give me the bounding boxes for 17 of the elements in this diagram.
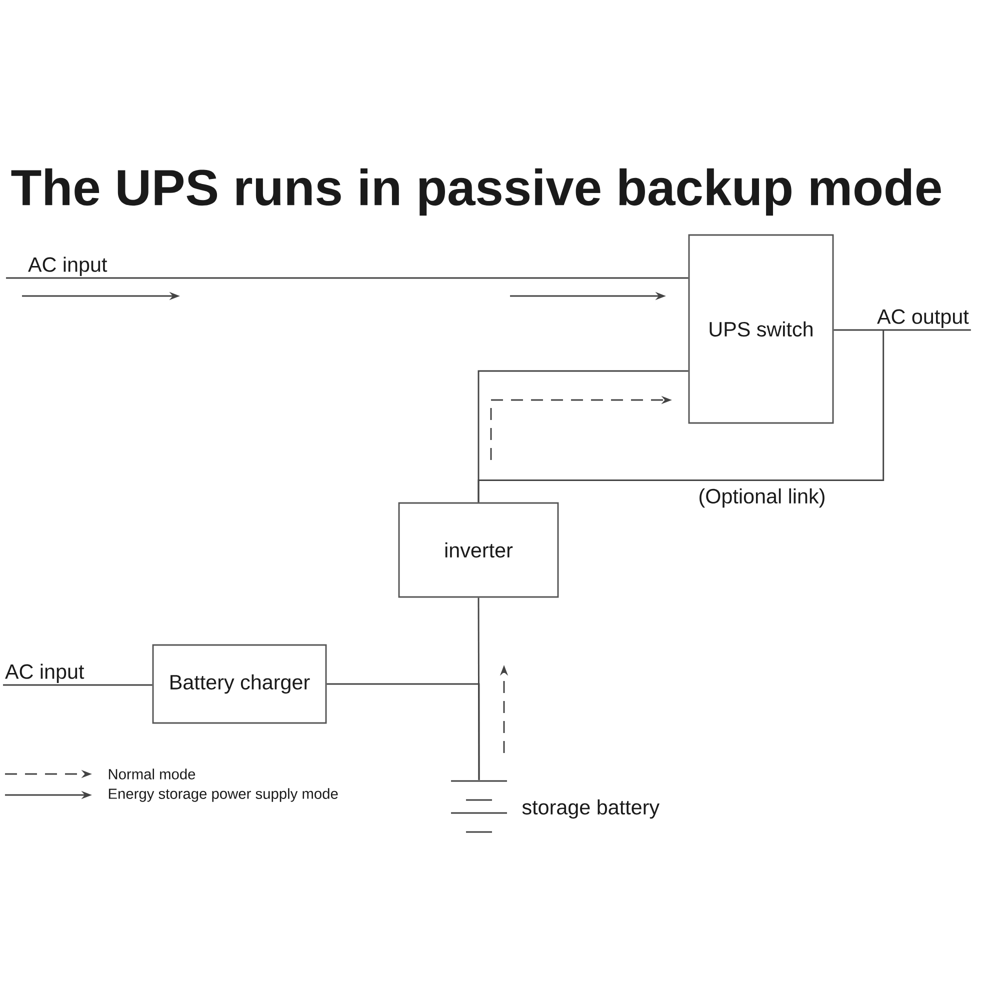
title: The UPS runs in passive backup mode: [11, 168, 941, 216]
connector-line: [326, 683, 480, 780]
edge-label: (Optional link): [696, 487, 828, 509]
legend-text: Normal mode: [108, 768, 196, 780]
battery-symbol: [451, 780, 507, 833]
process-box: inverter: [398, 502, 559, 598]
process-box: Battery charger: [152, 644, 327, 724]
legend-text: Energy storage power supply mode: [108, 788, 338, 802]
connector-line: [478, 330, 884, 502]
process-box: UPS switch: [688, 234, 834, 424]
connector-line: [834, 329, 971, 331]
terminal-label: AC input: [28, 256, 108, 276]
connector-line: [3, 684, 152, 686]
terminal-label: AC input: [5, 664, 84, 683]
component-label: storage battery: [522, 799, 660, 819]
connector-line: [6, 277, 688, 279]
terminal-label: AC output: [877, 309, 969, 328]
